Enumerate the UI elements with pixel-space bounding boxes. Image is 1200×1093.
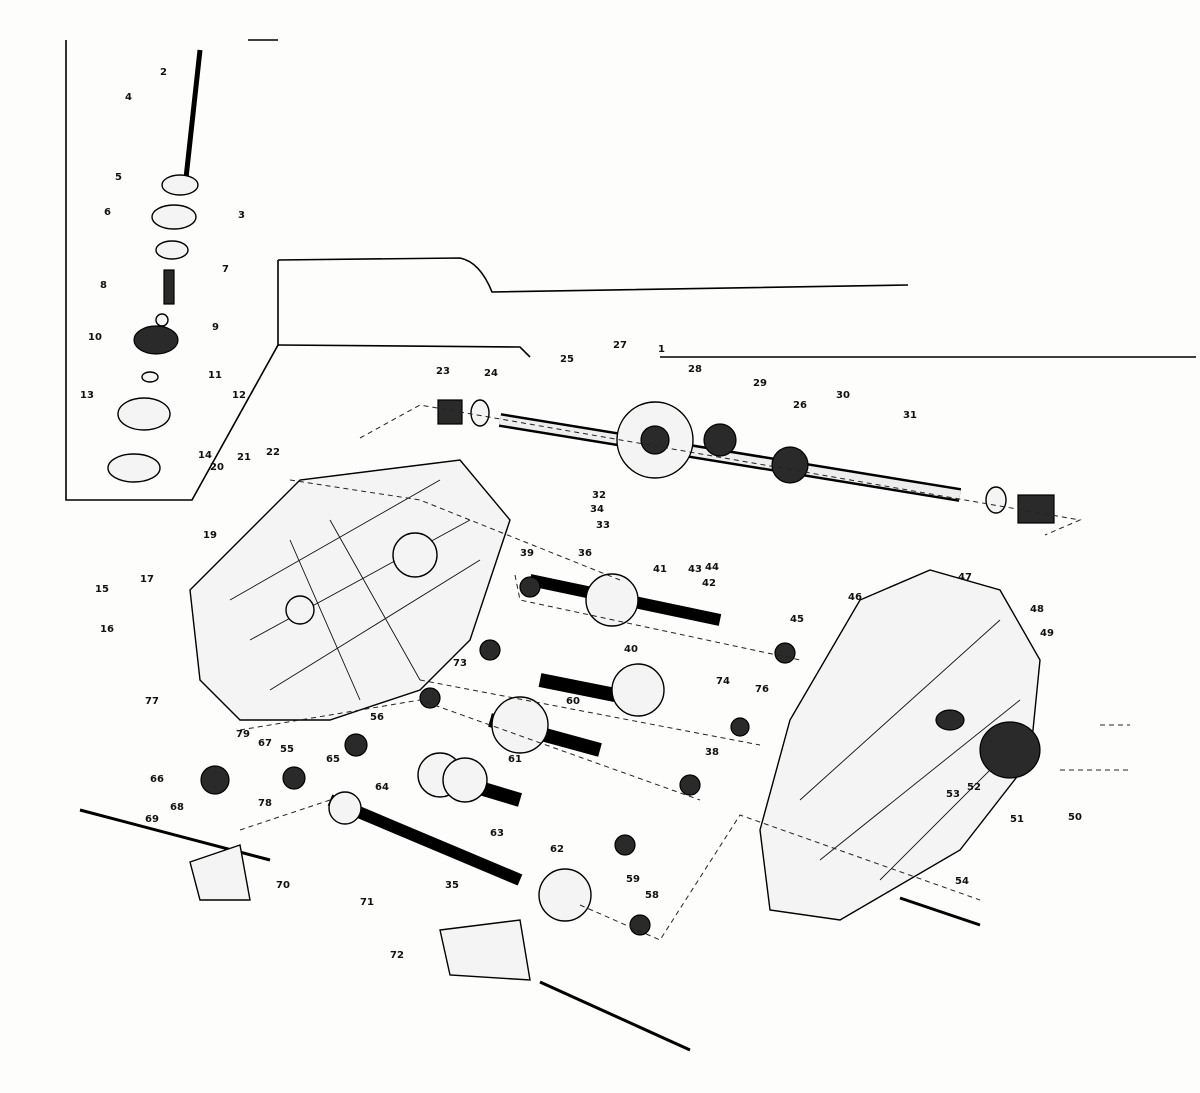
axle-rods bbox=[79, 808, 981, 1052]
callout-2: 2 bbox=[160, 67, 167, 78]
callout-46: 46 bbox=[848, 592, 862, 603]
callout-69: 69 bbox=[145, 814, 159, 825]
callout-42: 42 bbox=[702, 578, 716, 589]
callout-16: 16 bbox=[100, 624, 114, 635]
callout-19: 19 bbox=[203, 530, 217, 541]
callout-60: 60 bbox=[566, 696, 580, 707]
callout-9: 9 bbox=[212, 322, 219, 333]
callout-24: 24 bbox=[484, 368, 498, 379]
callout-66: 66 bbox=[150, 774, 164, 785]
callout-32: 32 bbox=[592, 490, 606, 501]
dashed-leaders bbox=[239, 404, 1130, 941]
callout-63: 63 bbox=[490, 828, 504, 839]
callout-47: 47 bbox=[958, 572, 972, 583]
callout-62: 62 bbox=[550, 844, 564, 855]
callout-50: 50 bbox=[1068, 812, 1082, 823]
callout-61: 61 bbox=[508, 754, 522, 765]
callout-36: 36 bbox=[578, 548, 592, 559]
callout-8: 8 bbox=[100, 280, 107, 291]
callout-43: 43 bbox=[688, 564, 702, 575]
callout-74: 74 bbox=[716, 676, 730, 687]
callout-58: 58 bbox=[645, 890, 659, 901]
callout-70: 70 bbox=[276, 880, 290, 891]
callout-45: 45 bbox=[790, 614, 804, 625]
callout-53: 53 bbox=[946, 789, 960, 800]
callout-39: 39 bbox=[520, 548, 534, 559]
callout-38: 38 bbox=[705, 747, 719, 758]
callout-20: 20 bbox=[210, 462, 224, 473]
callout-59: 59 bbox=[626, 874, 640, 885]
callout-5: 5 bbox=[115, 172, 122, 183]
callout-34: 34 bbox=[590, 504, 604, 515]
callout-21: 21 bbox=[237, 452, 251, 463]
callout-11: 11 bbox=[208, 370, 222, 381]
callout-33: 33 bbox=[596, 520, 610, 531]
callout-71: 71 bbox=[360, 897, 374, 908]
callout-6: 6 bbox=[104, 207, 111, 218]
callout-29: 29 bbox=[753, 378, 767, 389]
callout-77: 77 bbox=[145, 696, 159, 707]
callout-56: 56 bbox=[370, 712, 384, 723]
callout-52: 52 bbox=[967, 782, 981, 793]
callout-27: 27 bbox=[613, 340, 627, 351]
callout-76: 76 bbox=[755, 684, 769, 695]
right-case-half bbox=[759, 569, 1041, 921]
callout-79: 79 bbox=[236, 729, 250, 740]
inset-frame bbox=[65, 39, 1196, 501]
callout-55: 55 bbox=[280, 744, 294, 755]
callout-44: 44 bbox=[705, 562, 719, 573]
callout-73: 73 bbox=[453, 658, 467, 669]
callout-41: 41 bbox=[653, 564, 667, 575]
callout-48: 48 bbox=[1030, 604, 1044, 615]
shifter-assembly bbox=[107, 49, 203, 483]
callout-54: 54 bbox=[955, 876, 969, 887]
callout-7: 7 bbox=[222, 264, 229, 275]
callout-28: 28 bbox=[688, 364, 702, 375]
callout-17: 17 bbox=[140, 574, 154, 585]
callout-22: 22 bbox=[266, 447, 280, 458]
left-case-half bbox=[189, 459, 511, 721]
callout-31: 31 bbox=[903, 410, 917, 421]
callout-4: 4 bbox=[125, 92, 132, 103]
callout-40: 40 bbox=[624, 644, 638, 655]
callout-64: 64 bbox=[375, 782, 389, 793]
callout-68: 68 bbox=[170, 802, 184, 813]
callout-72: 72 bbox=[390, 950, 404, 961]
callout-67: 67 bbox=[258, 738, 272, 749]
callout-13: 13 bbox=[80, 390, 94, 401]
callout-26: 26 bbox=[793, 400, 807, 411]
callout-51: 51 bbox=[1010, 814, 1024, 825]
gear-cluster-shafts bbox=[200, 573, 796, 936]
callout-65: 65 bbox=[326, 754, 340, 765]
callout-49: 49 bbox=[1040, 628, 1054, 639]
callout-30: 30 bbox=[836, 390, 850, 401]
callout-12: 12 bbox=[232, 390, 246, 401]
callout-10: 10 bbox=[88, 332, 102, 343]
callout-78: 78 bbox=[258, 798, 272, 809]
callout-14: 14 bbox=[198, 450, 212, 461]
callout-1: 1 bbox=[658, 344, 665, 355]
callout-35: 35 bbox=[445, 880, 459, 891]
callout-3: 3 bbox=[238, 210, 245, 221]
callout-25: 25 bbox=[560, 354, 574, 365]
callout-15: 15 bbox=[95, 584, 109, 595]
callout-23: 23 bbox=[436, 366, 450, 377]
